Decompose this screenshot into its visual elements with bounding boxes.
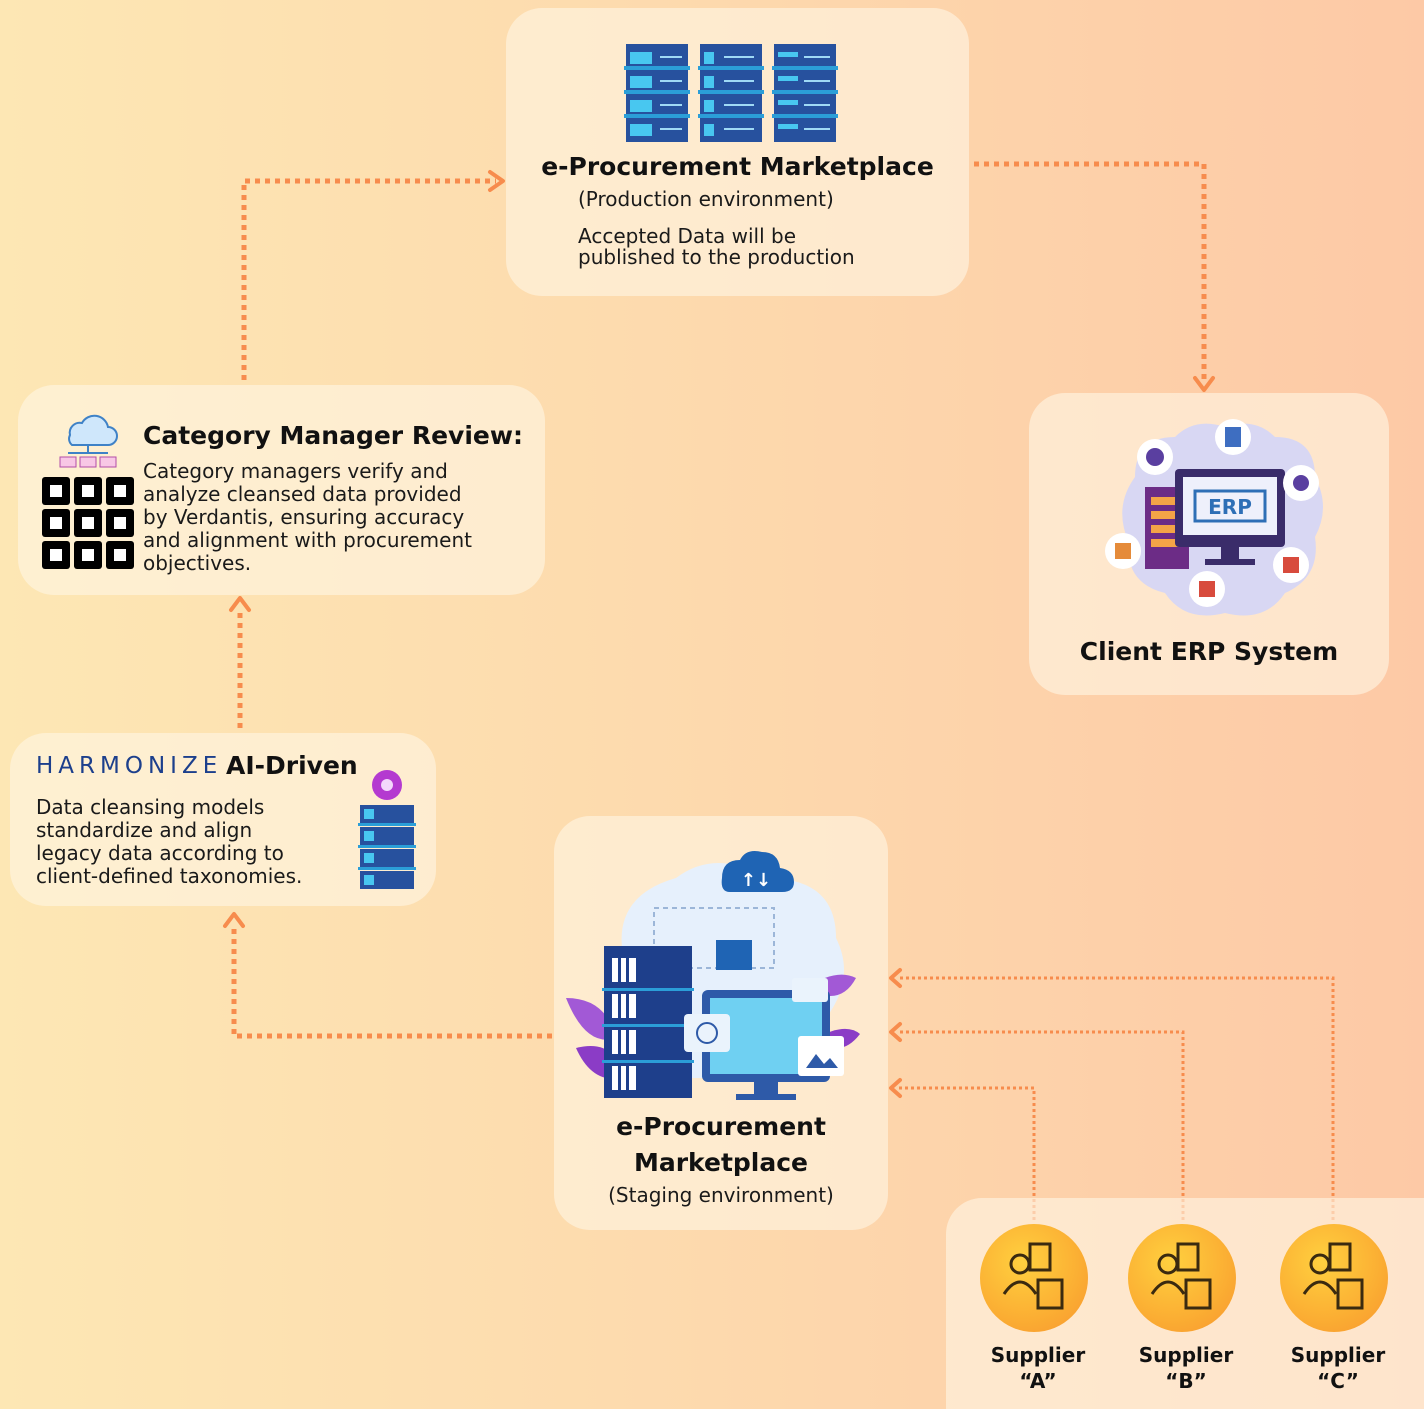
harmonize-text-1: standardize and align xyxy=(36,818,253,842)
category-review-text-1: analyze cleansed data provided xyxy=(143,482,462,506)
staging-title-line1: e-Procurement xyxy=(616,1112,826,1141)
production-subtitle: (Production environment) xyxy=(578,187,834,211)
production-card: e-Procurement Marketplace (Production en… xyxy=(506,8,969,296)
harmonize-title: AI-Driven xyxy=(226,751,358,780)
harmonize-text-2: legacy data according to xyxy=(36,841,284,865)
connector-staging-to-harmonize xyxy=(231,924,552,1039)
erp-card: ERP Client ERP System xyxy=(1029,393,1389,695)
staging-subtitle: (Staging environment) xyxy=(608,1183,834,1207)
category-review-card: Category Manager Review: Category manage… xyxy=(18,385,545,595)
arrow-to-erp xyxy=(1193,376,1215,392)
arrow-to-review xyxy=(229,596,251,612)
erp-screen-label: ERP xyxy=(1208,495,1252,519)
category-review-text-4: objectives. xyxy=(143,551,252,575)
category-review-title: Category Manager Review: xyxy=(143,421,523,450)
harmonize-text-0: Data cleansing models xyxy=(36,795,265,819)
staging-card: ↑↓ e-Procurement Marketplace (Staging en… xyxy=(554,816,888,1230)
production-title: e-Procurement Marketplace xyxy=(541,152,934,181)
supplier-a-label: Supplier“A” xyxy=(990,1343,1086,1393)
supplier-c-label: Supplier“C” xyxy=(1290,1343,1386,1393)
arrow-to-harmonize xyxy=(223,912,245,928)
category-review-text-3: and alignment with procurement xyxy=(143,528,472,552)
erp-title: Client ERP System xyxy=(1079,637,1339,666)
arrow-to-production xyxy=(488,170,505,192)
connector-supplier-a xyxy=(898,1086,1036,1220)
category-review-text-0: Category managers verify and xyxy=(143,459,448,483)
connector-production-to-erp xyxy=(974,161,1207,380)
harmonize-text-3: client-defined taxonomies. xyxy=(36,864,303,888)
connector-supplier-c xyxy=(898,976,1335,1220)
harmonize-card: HARMONIZE AI-Driven Data cleansing model… xyxy=(10,733,436,906)
erp-system-icon: ERP xyxy=(1105,419,1323,616)
supplier-c-icon xyxy=(1280,1224,1388,1332)
supplier-b-label: Supplier“B” xyxy=(1138,1343,1234,1393)
server-rack-icon xyxy=(624,44,838,142)
staging-server-cloud-icon: ↑↓ xyxy=(566,851,860,1100)
production-note-line2: published to the production xyxy=(578,245,855,269)
suppliers-card: Supplier“A” Supplier“B” Supplier“C” xyxy=(946,1198,1424,1409)
arrow-supplier-b xyxy=(889,1022,902,1042)
ai-server-icon xyxy=(358,770,416,889)
category-review-text-2: by Verdantis, ensuring accuracy xyxy=(143,505,465,529)
staging-title-line2: Marketplace xyxy=(633,1148,809,1177)
supplier-a-icon xyxy=(980,1224,1088,1332)
category-grid-cloud-icon xyxy=(42,414,134,569)
arrow-supplier-a xyxy=(889,1078,902,1098)
arrow-supplier-c xyxy=(889,968,902,988)
supplier-b-icon xyxy=(1128,1224,1236,1332)
connector-supplier-b xyxy=(898,1030,1185,1220)
harmonize-brand: HARMONIZE xyxy=(36,753,223,779)
connector-review-to-production xyxy=(241,178,496,380)
svg-text:↑↓: ↑↓ xyxy=(741,870,771,891)
production-note-line1: Accepted Data will be xyxy=(578,224,797,248)
